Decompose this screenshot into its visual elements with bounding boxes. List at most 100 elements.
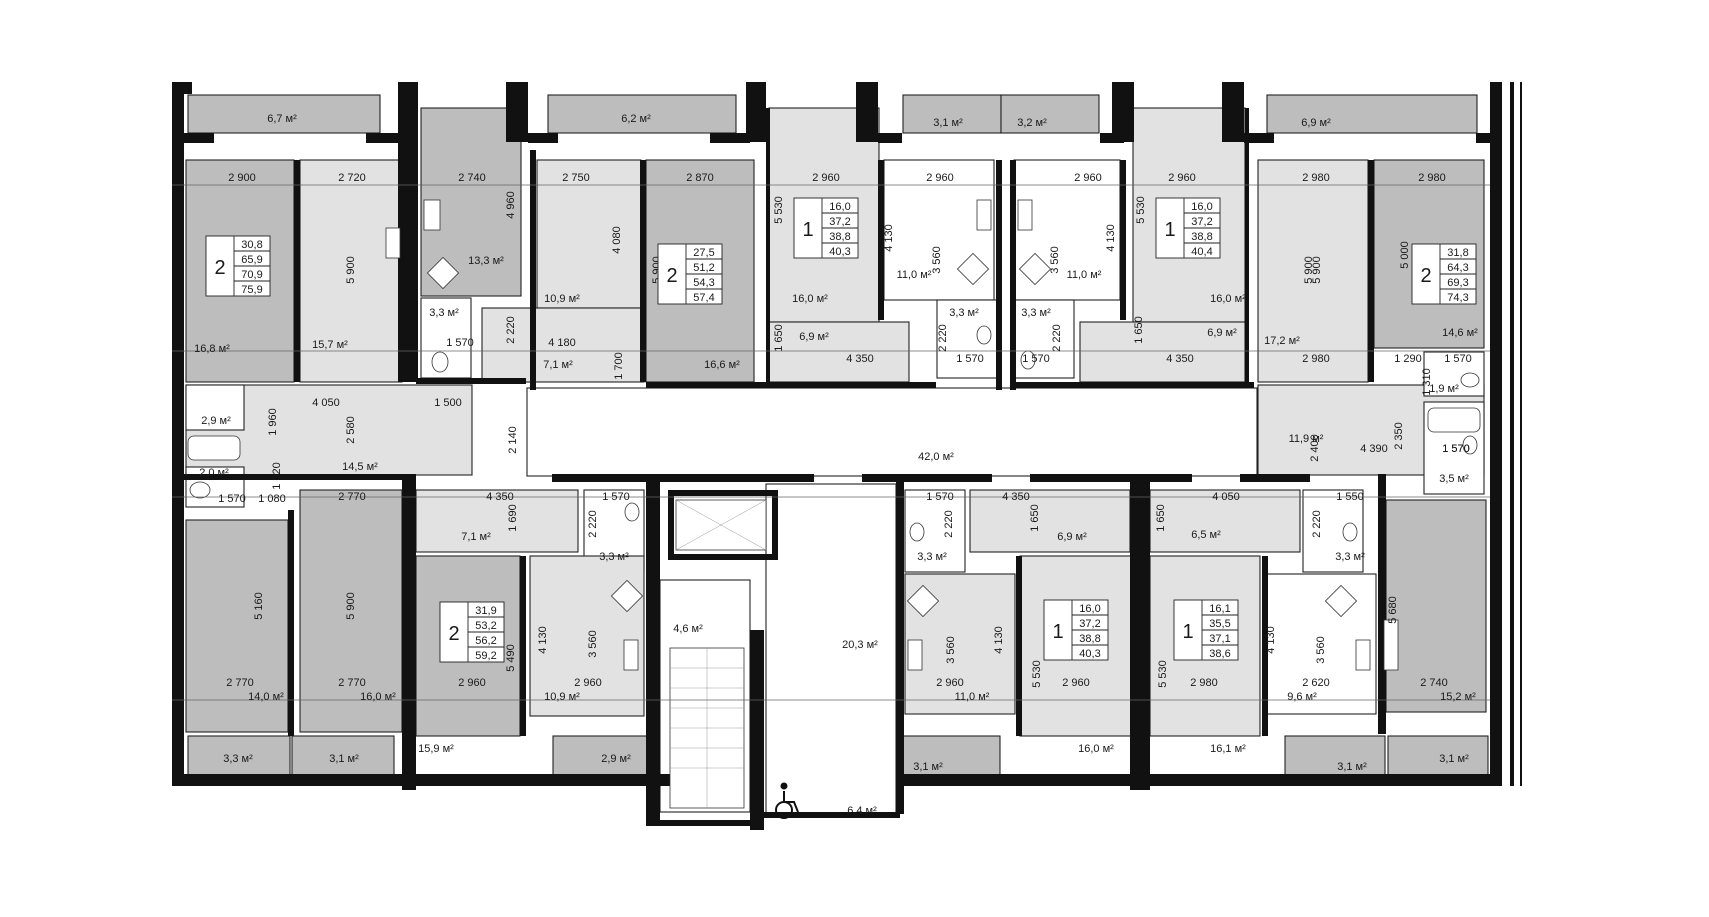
dimension-label: 2 770: [338, 677, 366, 689]
area-label: 14,0 м²: [248, 691, 284, 703]
area-label: 16,0 м²: [360, 691, 396, 703]
dimension-label: 2 980: [1190, 677, 1218, 689]
area-value: 38,8: [829, 231, 850, 243]
area-label: 3,1 м²: [1337, 761, 1367, 773]
dimension-label: 1 700: [613, 352, 625, 380]
dimension-label: 2 750: [562, 172, 590, 184]
area-value: 37,2: [1191, 216, 1212, 228]
dimension-label: 1 570: [602, 491, 630, 503]
dimension-label: 4 960: [505, 191, 517, 219]
apartment-summary-table: 231,864,369,374,3: [1411, 243, 1477, 305]
area-label: 20,3 м²: [842, 639, 878, 651]
dimension-label: 2 960: [1074, 172, 1102, 184]
dimension-label: 3 560: [945, 636, 957, 664]
hallway: [481, 307, 645, 383]
dimension-label: 1 570: [1442, 443, 1470, 455]
area-label: 3,5 м²: [1439, 473, 1469, 485]
toilet-icon: [1460, 372, 1480, 388]
stove-icon: [423, 199, 441, 231]
dimension-label: 2 740: [458, 172, 486, 184]
balcony: [1284, 735, 1386, 779]
dimension-label: 4 350: [846, 353, 874, 365]
dimension-label: 1 570: [1442, 443, 1470, 455]
room-count: 2: [666, 265, 677, 287]
dimension-label: 4 350: [1166, 353, 1194, 365]
area-label: 1,9 м²: [1429, 383, 1459, 395]
area-label: 2,0 м²: [199, 467, 229, 479]
area-label: 11,0 м²: [1067, 269, 1102, 281]
dimension-label: 5 160: [253, 592, 265, 620]
toilet-icon: [1462, 435, 1478, 455]
dimension-label: 3 560: [587, 630, 599, 658]
dimension-label: 4 130: [537, 626, 549, 654]
bathroom: [185, 384, 245, 431]
area-label: 7,1 м²: [543, 359, 573, 371]
area-value: 31,9: [475, 605, 496, 617]
sink-icon: [1324, 584, 1358, 618]
dimension-label: 2 960: [574, 677, 602, 689]
area-value: 40,3: [829, 246, 850, 258]
area-value: 16,0: [1191, 201, 1212, 213]
dimension-label: 1 570: [1444, 353, 1472, 365]
hallway: [1149, 489, 1301, 553]
area-value: 75,9: [241, 284, 262, 296]
dimension-label: 5 680: [1387, 596, 1399, 624]
dimension-label: 2 900: [228, 172, 256, 184]
stove-icon: [976, 199, 992, 231]
dimension-label: 4 350: [486, 491, 514, 503]
area-value: 35,5: [1209, 618, 1230, 630]
dimension-label: 2 870: [686, 172, 714, 184]
dimension-label: 2 220: [505, 316, 517, 344]
area-label: 11,0 м²: [955, 691, 990, 703]
area-label: 16,8 м²: [194, 343, 230, 355]
dimension-label: 1 310: [1421, 368, 1433, 396]
bathtub-icon: [187, 435, 241, 461]
balcony: [1387, 735, 1489, 779]
dimension-label: 1 500: [434, 397, 462, 409]
toilet-icon: [431, 351, 449, 373]
apartment-summary-table: 227,551,254,357,4: [657, 243, 723, 305]
area-value: 51,2: [693, 262, 714, 274]
area-value: 31,8: [1447, 247, 1468, 259]
dimension-label: 4 050: [312, 397, 340, 409]
area-value: 27,5: [693, 247, 714, 259]
area-value: 69,3: [1447, 277, 1468, 289]
area-label: 6,9 м²: [1301, 117, 1331, 129]
area-label: 14,6 м²: [1442, 327, 1478, 339]
area-label: 16,6 м²: [704, 359, 740, 371]
room-count: 1: [1182, 621, 1193, 643]
area-label: 3,1 м²: [329, 753, 359, 765]
area-value: 53,2: [475, 620, 496, 632]
area-label: 16,0 м²: [792, 293, 828, 305]
dimension-label: 2 960: [458, 677, 486, 689]
stove-icon: [385, 227, 401, 259]
area-label: 11,0 м²: [897, 269, 932, 281]
dimension-label: 5 000: [1399, 241, 1411, 269]
dimension-label: 2 740: [1420, 677, 1448, 689]
room-count: 2: [1420, 265, 1431, 287]
room-count: 1: [1052, 621, 1063, 643]
area-value: 37,1: [1209, 633, 1230, 645]
toilet-icon: [976, 325, 992, 345]
dimension-label: 1 290: [1394, 353, 1422, 365]
dimension-label: 2 400: [1309, 434, 1321, 462]
dimension-label: 1 960: [267, 408, 279, 436]
dimension-label: 4 390: [1360, 443, 1388, 455]
dimension-label: 1 570: [446, 337, 474, 349]
dimension-label: 5 900: [1311, 256, 1323, 284]
dimension-label: 2 980: [1302, 172, 1330, 184]
area-value: 70,9: [241, 269, 262, 281]
dimension-label: 2 220: [587, 510, 599, 538]
apartment-summary-table: 116,037,238,840,3: [1043, 599, 1109, 661]
area-label: 16,0 м²: [1210, 293, 1246, 305]
area-value: 16,0: [1079, 603, 1100, 615]
sink-icon: [956, 252, 990, 286]
area-label: 3,2 м²: [1017, 117, 1047, 129]
area-value: 37,2: [829, 216, 850, 228]
toilet-icon: [624, 502, 640, 522]
area-label: 10,9 м²: [544, 293, 580, 305]
area-value: 38,8: [1079, 633, 1100, 645]
area-value: 16,1: [1209, 603, 1230, 615]
